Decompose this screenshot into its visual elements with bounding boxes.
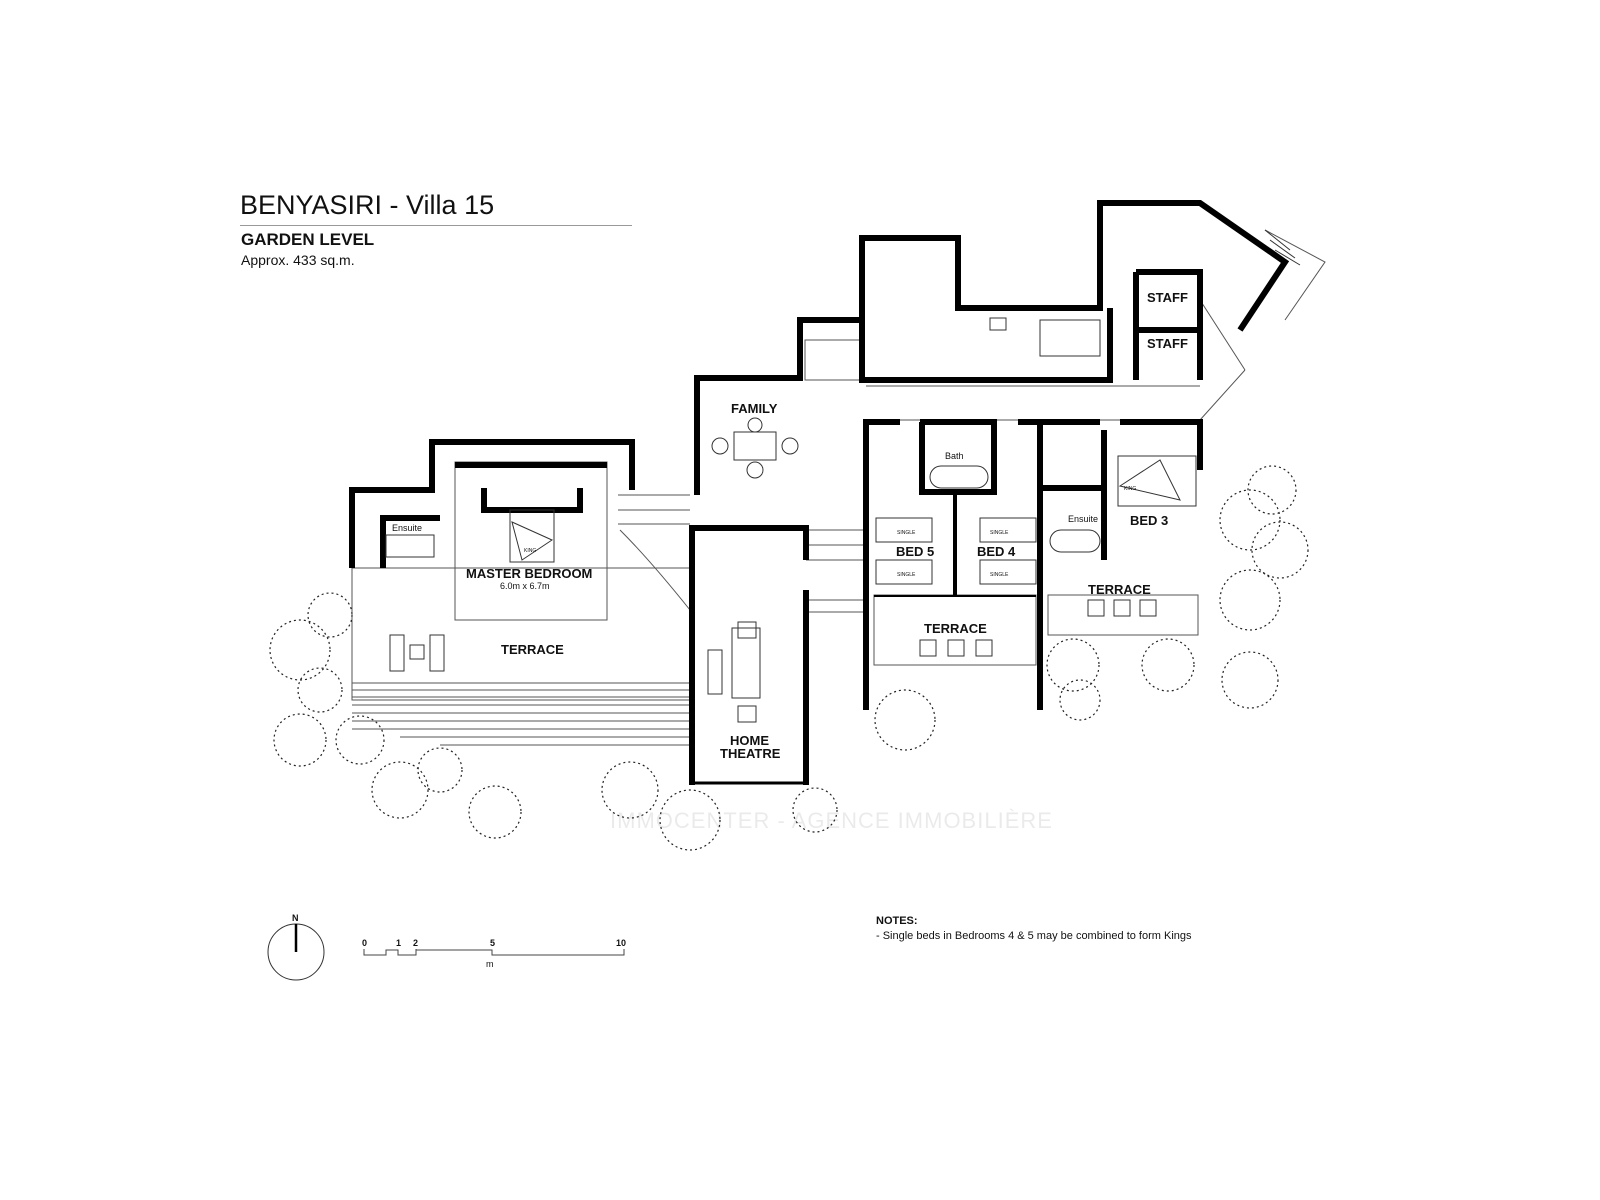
scale-tick-0: 0 bbox=[362, 938, 367, 948]
label-terrace-bed45: TERRACE bbox=[924, 621, 987, 636]
label-king-bed3: KING bbox=[1124, 486, 1136, 492]
label-master-bedroom: MASTER BEDROOM bbox=[466, 566, 592, 581]
scale-tick-10: 10 bbox=[616, 938, 626, 948]
label-bath: Bath bbox=[945, 451, 964, 461]
label-single: SINGLE bbox=[990, 530, 1009, 536]
scale-bar: 0 1 2 5 10 m bbox=[362, 938, 626, 969]
compass-north-label: N bbox=[292, 913, 299, 923]
label-bed3: BED 3 bbox=[1130, 513, 1168, 528]
notes-heading: NOTES: bbox=[876, 915, 918, 927]
notes: NOTES: - Single beds in Bedrooms 4 & 5 m… bbox=[876, 914, 1192, 944]
level-label: GARDEN LEVEL bbox=[241, 230, 375, 249]
label-master-dims: 6.0m x 6.7m bbox=[500, 581, 550, 591]
label-terrace-bed3: TERRACE bbox=[1088, 582, 1151, 597]
label-bed5: BED 5 bbox=[896, 544, 934, 559]
north-compass: N bbox=[267, 913, 325, 981]
label-home-theatre-2: THEATRE bbox=[720, 746, 781, 761]
area-label: Approx. 433 sq.m. bbox=[241, 252, 355, 268]
plan-title: BENYASIRI - Villa 15 bbox=[240, 190, 495, 220]
label-king-master: KING bbox=[524, 548, 536, 554]
note-item: - Single beds in Bedrooms 4 & 5 may be c… bbox=[876, 930, 1192, 942]
scale-tick-2: 2 bbox=[413, 938, 418, 948]
terrace-outlines bbox=[351, 229, 1326, 746]
watermark: IMMOCENTER - AGENCE IMMOBILIÈRE bbox=[610, 808, 1053, 833]
scale-tick-5: 5 bbox=[490, 938, 495, 948]
scale-unit: m bbox=[486, 959, 494, 969]
walls bbox=[349, 200, 1290, 785]
title-divider bbox=[240, 225, 632, 226]
label-single: SINGLE bbox=[897, 530, 916, 536]
label-terrace-master: TERRACE bbox=[501, 642, 564, 657]
label-bed4: BED 4 bbox=[977, 544, 1016, 559]
label-single: SINGLE bbox=[897, 572, 916, 578]
label-ensuite-master: Ensuite bbox=[392, 523, 422, 533]
garden-trees bbox=[269, 465, 1309, 851]
label-family: FAMILY bbox=[731, 401, 778, 416]
room-labels: FAMILY MASTER BEDROOM 6.0m x 6.7m KING E… bbox=[392, 290, 1188, 761]
furniture bbox=[385, 229, 1301, 723]
label-single: SINGLE bbox=[990, 572, 1009, 578]
label-staff-1: STAFF bbox=[1147, 290, 1188, 305]
label-staff-2: STAFF bbox=[1147, 336, 1188, 351]
label-home-theatre-1: HOME bbox=[730, 733, 769, 748]
scale-tick-1: 1 bbox=[396, 938, 401, 948]
label-ensuite-bed3: Ensuite bbox=[1068, 514, 1098, 524]
